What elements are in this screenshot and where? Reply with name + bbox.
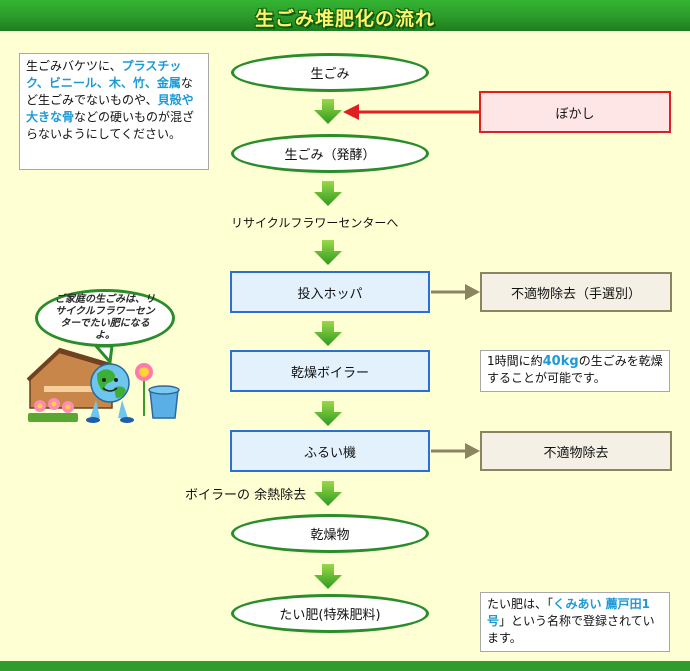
bucket-note: 生ごみバケツに、プラスチック、ビニール、木、竹、金属など生ごみでないものや、貝殻… [19, 53, 209, 170]
compost-note-text-2: 」という名称で登録されています。 [487, 614, 655, 645]
side-arrow-1-head [465, 284, 480, 300]
compost-note-highlight: くみあい 薦戸田1号 [487, 597, 651, 628]
node-boiler: 乾燥ボイラー [230, 350, 430, 392]
bucket-note-text-2: など生ごみでないものや、 [26, 76, 193, 107]
label-to-center: リサイクルフラワーセンターへ [231, 216, 399, 230]
node-hopper: 投入ホッパ [230, 271, 430, 313]
down-arrow-3 [314, 240, 342, 265]
header-bar: 生ごみ堆肥化の流れ [0, 0, 690, 31]
dry-note-text-1: 1時間に約 [487, 354, 543, 368]
down-arrow-5 [314, 401, 342, 426]
side-arrow-2-head [465, 443, 480, 459]
bucket-note-highlight-2: 貝殻や大きな骨 [26, 93, 194, 124]
node-remove-hand: 不適物除去（手選別） [480, 272, 672, 312]
down-arrow-6 [314, 481, 342, 506]
down-arrow-7 [314, 564, 342, 589]
down-arrow-1 [314, 99, 342, 124]
bucket-note-text-3: などの硬いものが混ざらないようにしてください。 [26, 110, 195, 141]
dry-note-highlight: 40kg [542, 354, 579, 369]
node-bokashi: ぼかし [479, 91, 671, 133]
dry-capacity-note: 1時間に約40kgの生ごみを乾燥することが可能です。 [480, 350, 670, 392]
down-arrow-4 [314, 321, 342, 346]
mascot-speech-bubble: ご家庭の生ごみは、リサイクルフラワーセンターでたい肥になるよ。 [35, 289, 175, 347]
mascot-speech-text: ご家庭の生ごみは、リサイクルフラワーセンターでたい肥になるよ。 [55, 294, 155, 341]
bokashi-arrow-head [343, 104, 359, 120]
node-sieve: ふるい機 [230, 430, 430, 472]
node-raw-garbage: 生ごみ [231, 53, 429, 92]
mascot-illustration [26, 344, 180, 423]
label-heat-removal: ボイラーの 余熱除去 [185, 488, 307, 503]
bucket-note-highlight-1: プラスチック、ビニール、木、竹、金属 [26, 59, 182, 90]
compost-note-text-1: たい肥は、「 [487, 597, 554, 611]
down-arrow-2 [314, 181, 342, 206]
node-fermented-garbage: 生ごみ（発酵） [231, 134, 429, 173]
bucket-note-text-1: 生ごみバケツに、 [26, 59, 122, 73]
node-dried-matter: 乾燥物 [231, 514, 429, 553]
compost-name-note: たい肥は、「くみあい 薦戸田1号」という名称で登録されています。 [480, 592, 670, 652]
page-title: 生ごみ堆肥化の流れ [254, 8, 435, 30]
flower-icon [135, 363, 153, 416]
flowers-icon [28, 398, 78, 422]
node-remove-foreign: 不適物除去 [480, 431, 672, 471]
node-compost: たい肥(特殊肥料) [231, 594, 429, 633]
trash-bin-icon [148, 385, 180, 419]
footer-bar [0, 661, 690, 671]
dry-note-text-2: の生ごみを乾燥することが可能です。 [487, 354, 663, 385]
